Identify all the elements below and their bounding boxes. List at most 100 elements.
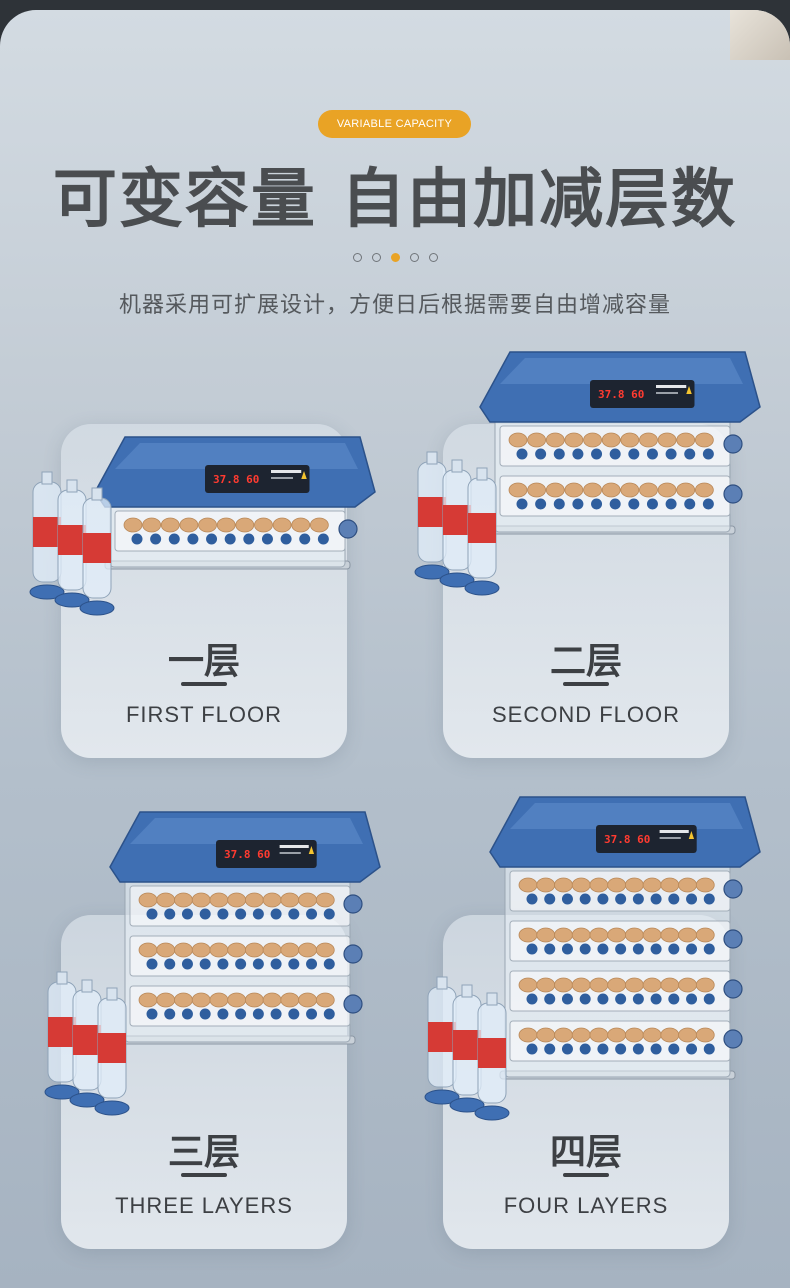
bottle-cap: [436, 976, 448, 990]
egg: [607, 877, 627, 893]
lid-highlight: [130, 818, 363, 844]
turner-knob: [686, 1043, 698, 1055]
turner-knob: [150, 533, 162, 545]
pager-dot[interactable]: [352, 253, 362, 262]
egg: [227, 892, 247, 908]
egg: [262, 892, 282, 908]
egg: [642, 1027, 662, 1043]
egg: [607, 977, 627, 993]
egg: [508, 432, 528, 448]
turner-knob: [187, 533, 199, 545]
turner-knob: [686, 993, 698, 1005]
turner-knob: [261, 533, 273, 545]
turner-knob: [516, 448, 528, 460]
turner-knob: [544, 943, 556, 955]
egg: [191, 992, 211, 1008]
water-tray: [54, 592, 90, 608]
turner-knob: [579, 993, 591, 1005]
page: VARIABLE CAPACITY 可变容量 自由加减层数 机器采用可扩展设计，…: [0, 10, 790, 1288]
turner-knob: [609, 448, 621, 460]
turner-knob: [597, 943, 609, 955]
egg: [695, 877, 715, 893]
turner-knob: [650, 1043, 662, 1055]
card-divider: [563, 682, 609, 686]
card-title-cn: 一层: [167, 641, 240, 682]
turner-knob: [323, 1008, 335, 1020]
turner-knob: [306, 958, 318, 970]
turner-knob: [206, 533, 218, 545]
pager-dot[interactable]: [371, 253, 381, 262]
pager-dot-active[interactable]: [390, 253, 400, 262]
egg: [536, 1027, 556, 1043]
egg: [244, 942, 264, 958]
turner-knob: [317, 533, 329, 545]
turner-knob: [544, 893, 556, 905]
turner-knob: [703, 993, 715, 1005]
bottle-cap: [451, 459, 463, 473]
card-title-en: THREE LAYERS: [115, 1193, 293, 1218]
turner-knob: [632, 1043, 644, 1055]
egg: [624, 927, 644, 943]
turner-knob: [526, 893, 538, 905]
turner-knob: [217, 958, 229, 970]
egg: [209, 992, 229, 1008]
egg: [508, 482, 528, 498]
egg: [156, 892, 176, 908]
turner-knob: [164, 958, 176, 970]
turner-knob: [686, 943, 698, 955]
turner-knob: [703, 893, 715, 905]
egg: [676, 482, 696, 498]
turner-knob: [168, 533, 180, 545]
egg: [564, 482, 584, 498]
water-tray: [94, 1100, 130, 1116]
water-tray: [449, 1097, 485, 1113]
turner-knob: [597, 893, 609, 905]
egg: [142, 517, 162, 533]
water-tray: [464, 580, 500, 596]
egg: [156, 942, 176, 958]
egg: [642, 927, 662, 943]
bottle-label: [58, 525, 86, 555]
tray-handle: [723, 484, 743, 504]
card-title-cn: 二层: [549, 641, 622, 682]
bottle-label: [478, 1038, 506, 1068]
subtitle: 机器采用可扩展设计，方便日后根据需要自由增减容量: [118, 293, 671, 318]
panel-label: [659, 830, 689, 833]
turner-knob: [553, 498, 565, 510]
turner-knob: [181, 908, 193, 920]
egg: [298, 992, 317, 1008]
egg: [209, 892, 229, 908]
water-tray: [474, 1105, 510, 1121]
egg: [235, 517, 255, 533]
egg: [678, 1027, 697, 1043]
turner-knob: [561, 1043, 573, 1055]
turner-knob: [561, 943, 573, 955]
egg: [174, 992, 193, 1008]
egg: [678, 977, 697, 993]
egg: [254, 517, 273, 533]
card-title-en: FOUR LAYERS: [503, 1193, 669, 1218]
tray-handle: [723, 929, 743, 949]
pager-dot[interactable]: [409, 253, 419, 262]
turner-knob: [615, 1043, 627, 1055]
egg: [138, 992, 158, 1008]
turner-knob: [217, 908, 229, 920]
egg: [527, 482, 547, 498]
egg: [642, 977, 662, 993]
bottle-label: [443, 505, 471, 535]
bottle-cap: [41, 471, 53, 485]
turner-knob: [665, 448, 677, 460]
egg: [583, 482, 602, 498]
temperature-display: 37.8 60: [598, 388, 644, 401]
incubator-2-layer-image: 37.8 60: [414, 351, 761, 596]
pager-dot[interactable]: [428, 253, 438, 262]
panel-label: [656, 392, 678, 394]
water-tray: [44, 1084, 80, 1100]
tray-handle: [343, 994, 363, 1014]
turner-knob: [235, 1008, 247, 1020]
bottle-cap: [461, 984, 473, 998]
egg: [191, 892, 211, 908]
turner-knob: [561, 893, 573, 905]
egg: [309, 517, 329, 533]
turner-knob: [199, 1008, 211, 1020]
